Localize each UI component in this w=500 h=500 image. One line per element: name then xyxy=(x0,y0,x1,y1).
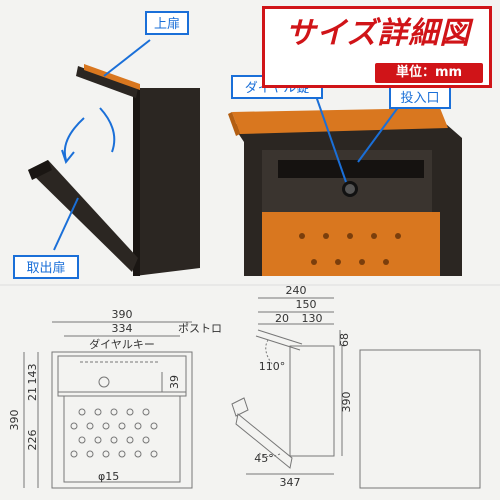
label-slot: 投入口 xyxy=(389,85,451,109)
dim-front-21: 21 xyxy=(26,387,39,401)
front-view-holes xyxy=(70,408,158,458)
label-take-out-door: 取出扉 xyxy=(13,255,79,279)
front-view-drawing xyxy=(23,321,193,489)
dim-front-390-v: 390 xyxy=(8,410,21,431)
dim-front-143: 143 xyxy=(26,364,39,385)
dim-side-20: 20 xyxy=(275,312,289,325)
front-closeup-illustration xyxy=(228,95,462,276)
title-box: サイズ詳細図 単位：mm xyxy=(262,6,492,88)
dim-side-130: 130 xyxy=(302,312,323,325)
upper-door-text: 上扉 xyxy=(154,16,180,32)
label-upper-door: 上扉 xyxy=(145,11,189,35)
dim-front-226: 226 xyxy=(26,430,39,451)
page-title: サイズ詳細図 xyxy=(285,16,471,51)
take-out-door-text: 取出扉 xyxy=(26,260,65,276)
dim-front-39: 39 xyxy=(168,375,181,389)
side-view-dimensions: 240 150 20 130 68 390 110° 45° 347 xyxy=(254,284,353,489)
dim-side-150: 150 xyxy=(296,298,317,311)
side-open-illustration xyxy=(28,39,200,276)
dim-side-347: 347 xyxy=(280,476,301,489)
dim-side-240: 240 xyxy=(286,284,307,297)
hole-diameter-text: φ15 xyxy=(98,470,119,483)
side-view-drawing xyxy=(231,297,343,475)
dim-front-390: 390 xyxy=(112,308,133,321)
dial-key-text: ダイヤルキー xyxy=(89,337,155,351)
unit-badge: 単位：mm xyxy=(375,63,483,83)
front-view-dimensions: 390 334 ダイヤルキー ポストロ 143 21 226 390 39 φ1… xyxy=(8,308,222,483)
dim-side-68: 68 xyxy=(338,333,351,347)
slot-text: 投入口 xyxy=(400,90,439,106)
dim-side-390: 390 xyxy=(340,392,353,413)
angle-110-text: 110° xyxy=(259,360,286,373)
post-text: ポストロ xyxy=(178,322,222,335)
back-view-drawing xyxy=(359,349,481,489)
dim-front-334: 334 xyxy=(112,322,133,335)
angle-45-text: 45° xyxy=(254,452,274,465)
